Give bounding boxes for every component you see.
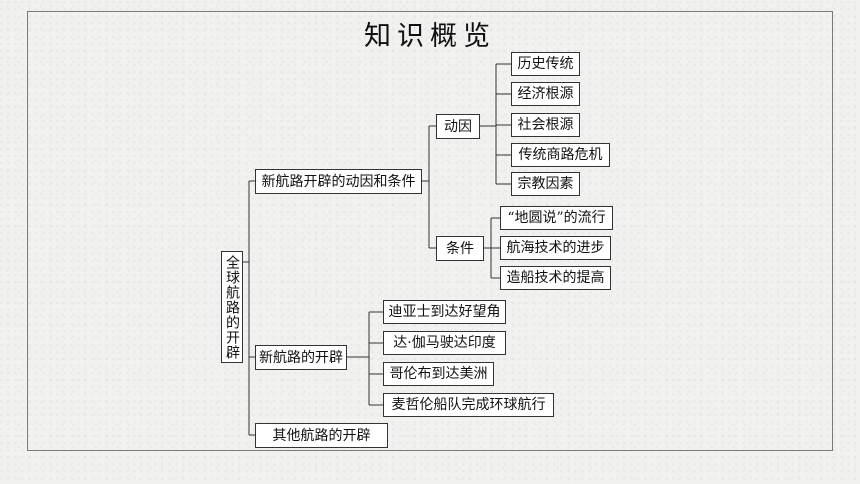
cause-item: 社会根源	[511, 113, 580, 137]
cause-item: 历史传统	[511, 52, 580, 76]
node-cause: 动因	[436, 114, 480, 139]
root-node: 全球航路的开辟	[221, 251, 243, 363]
cause-item: 传统商路危机	[511, 143, 610, 167]
node-other-routes: 其他航路的开辟	[255, 423, 388, 448]
condition-item: 航海技术的进步	[500, 236, 611, 260]
slide-frame	[27, 11, 833, 451]
page-title: 知识概览	[364, 21, 496, 52]
cause-item: 宗教因素	[511, 172, 580, 196]
node-motive-conditions: 新航路开辟的动因和条件	[255, 169, 422, 194]
route-item: 哥伦布到达美洲	[383, 362, 494, 386]
route-item: 麦哲伦船队完成环球航行	[383, 393, 554, 417]
condition-item: “地圆说”的流行	[500, 206, 613, 230]
route-item: 达·伽马驶达印度	[383, 331, 506, 355]
node-condition: 条件	[436, 236, 484, 261]
cause-item: 经济根源	[511, 82, 580, 106]
route-item: 迪亚士到达好望角	[383, 300, 506, 324]
node-new-routes: 新航路的开辟	[255, 345, 347, 370]
condition-item: 造船技术的提高	[500, 266, 611, 290]
